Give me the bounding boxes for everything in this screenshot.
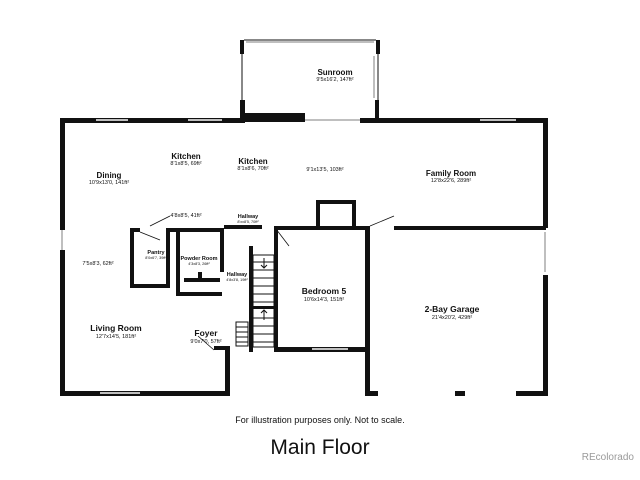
room-dimensions: 8'xx8'5, 70ft²	[237, 220, 259, 225]
floor-title: Main Floor	[270, 436, 370, 459]
room-label-kitchen-c: 9'1x13'5, 103ft²	[306, 167, 343, 173]
sunroom-walls	[240, 39, 380, 122]
room-dimensions: 10'6x14'3, 151ft²	[303, 296, 345, 303]
room-label-family-room: Family Room 12'8x22'6, 289ft²	[426, 169, 476, 185]
room-dimensions: 21'4x20'2, 429ft²	[431, 314, 473, 321]
room-label-sunroom: Sunroom 9'5x16'2, 147ft²	[316, 68, 353, 84]
room-label-hallway-mid: Hallway 4'8x3'8, 19ft²	[226, 272, 248, 283]
garage-walls	[365, 215, 546, 396]
room-name: Powder Room	[180, 256, 218, 262]
exterior-walls	[60, 118, 548, 396]
room-label-hallway-top: Hallway 8'xx8'5, 70ft²	[237, 214, 258, 225]
disclaimer-text: For illustration purposes only. Not to s…	[235, 415, 405, 425]
room-label-kitchen-a: Kitchen 8'1x8'5, 69ft²	[170, 152, 201, 168]
room-name: Kitchen	[171, 152, 201, 161]
room-name: Kitchen	[238, 157, 268, 166]
room-name: 2-Bay Garage	[424, 304, 480, 314]
room-label-powder-room: Powder Room 4'3x8'3, 26ft²	[181, 256, 218, 267]
room-dimensions: 12'7x14'5, 181ft²	[95, 333, 137, 340]
room-name: Living Room	[90, 323, 142, 333]
stair-down-arrow-icon	[260, 258, 268, 269]
staircase	[235, 246, 275, 352]
room-dimensions: 4'8x8'5, 41ft²	[170, 213, 202, 219]
room-name: Hallway	[237, 214, 259, 220]
stair-up-arrow-icon	[260, 309, 268, 320]
room-name: Bedroom 5	[301, 286, 347, 296]
room-name: Hallway	[226, 272, 248, 278]
room-name: Dining	[96, 171, 122, 180]
room-label-dining: Dining 10'9x13'0, 141ft²	[89, 171, 129, 187]
room-label-living-room: Living Room 12'7x14'5, 181ft²	[90, 323, 142, 340]
room-name: Sunroom	[317, 68, 353, 77]
room-dimensions: 4'3x8'3, 26ft²	[188, 262, 210, 267]
room-dimensions: 4'8x3'8, 19ft²	[226, 278, 248, 283]
room-label-garage: 2-Bay Garage 21'4x20'2, 429ft²	[424, 304, 480, 321]
interior-walls	[130, 215, 290, 351]
room-name: Foyer	[194, 328, 218, 338]
room-dimensions: 9'1x13'5, 103ft²	[306, 167, 344, 173]
watermark-logo: REcolorado	[581, 452, 634, 463]
room-label-foyer: Foyer 9'0x7'0, 57ft²	[190, 328, 222, 345]
room-label-area-4x8: 4'8x8'5, 41ft²	[170, 213, 201, 219]
room-name: Family Room	[425, 169, 477, 178]
room-dimensions: 8'1x8'6, 70ft²	[237, 166, 269, 173]
closet-walls	[316, 200, 356, 228]
room-label-bedroom-5: Bedroom 5 10'6x14'3, 151ft²	[301, 286, 347, 303]
bedroom-walls	[274, 226, 367, 352]
room-dimensions: 8'1x8'5, 69ft²	[170, 161, 202, 168]
room-label-area-7x8: 7'5x8'3, 62ft²	[82, 261, 113, 267]
room-label-pantry: Pantry 8'0x6'7, 39ft²	[145, 250, 167, 261]
room-dimensions: 7'5x8'3, 62ft²	[82, 261, 114, 267]
room-name: Pantry	[147, 250, 165, 256]
room-dimensions: 9'5x16'2, 147ft²	[316, 77, 354, 84]
room-label-kitchen-b: Kitchen 8'1x8'6, 70ft²	[237, 157, 268, 173]
room-dimensions: 10'9x13'0, 141ft²	[88, 180, 130, 187]
room-dimensions: 9'0x7'0, 57ft²	[190, 338, 222, 345]
room-dimensions: 8'0x6'7, 39ft²	[145, 256, 167, 261]
room-dimensions: 12'8x22'6, 289ft²	[430, 178, 472, 185]
